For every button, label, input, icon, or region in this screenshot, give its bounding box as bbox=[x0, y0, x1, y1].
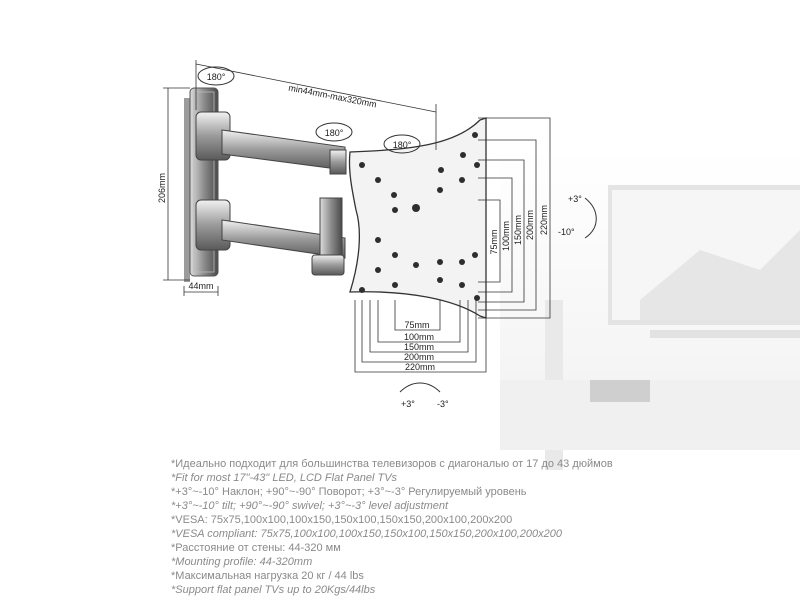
depth-label: 44mm bbox=[188, 281, 213, 291]
spec-line: *Support flat panel TVs up to 20Kgs/44lb… bbox=[171, 584, 376, 596]
spec-line: *+3°~-10° Наклон; +90°~-90° Поворот; +3°… bbox=[171, 486, 527, 498]
vesa-plate bbox=[348, 117, 487, 319]
spec-line: *VESA compliant: 75x75,100x100,100x150,1… bbox=[171, 528, 563, 540]
spec-line: *VESA: 75x75,100x100,100x150,150x100,150… bbox=[171, 514, 513, 526]
rotation-icon bbox=[315, 122, 353, 142]
rotation-arm-label: 180° bbox=[325, 128, 344, 138]
dimension-lines bbox=[163, 60, 551, 373]
vesa-vertical-label: 75mm bbox=[489, 229, 499, 254]
level-minus-label: -3° bbox=[437, 399, 449, 409]
vesa-horizontal-label: 220mm bbox=[405, 362, 435, 372]
vesa-vertical-label: 100mm bbox=[501, 221, 511, 251]
vesa-horizontal-label: 150mm bbox=[404, 342, 434, 352]
spec-line: *Mounting profile: 44-320mm bbox=[171, 556, 313, 568]
rotation-wall-label: 180° bbox=[207, 72, 226, 82]
spec-line: *Идеально подходит для большинства телев… bbox=[171, 458, 613, 470]
spec-line: *Fit for most 17"-43" LED, LCD Flat Pane… bbox=[171, 472, 398, 484]
arm-length-label: min44mm-max320mm bbox=[288, 83, 378, 110]
vesa-horizontal-label: 100mm bbox=[404, 332, 434, 342]
tilt-up-label: +3° bbox=[568, 194, 582, 204]
background-speaker bbox=[590, 380, 650, 402]
height-label: 206mm bbox=[157, 173, 167, 203]
rotation-icon bbox=[197, 66, 235, 86]
spec-line: *Расстояние от стены: 44-320 мм bbox=[171, 542, 341, 554]
rotation-plate-label: 180° bbox=[393, 140, 412, 150]
vesa-horizontal-label: 200mm bbox=[404, 352, 434, 362]
vesa-vertical-label: 150mm bbox=[513, 215, 523, 245]
rotation-icon bbox=[383, 134, 421, 154]
spec-line: *Максимальная нагрузка 20 кг / 44 lbs bbox=[171, 570, 364, 582]
mount-arms bbox=[195, 111, 347, 276]
tilt-arrow-icon bbox=[584, 197, 597, 239]
rotation-arrows bbox=[197, 66, 597, 393]
room-background bbox=[500, 150, 800, 470]
vesa-horizontal-label: 75mm bbox=[404, 320, 429, 330]
level-plus-label: +3° bbox=[401, 399, 415, 409]
spec-line: *+3°~-10° tilt; +90°~-90° swivel; +3°~-3… bbox=[171, 500, 449, 512]
vesa-vertical-label: 200mm bbox=[525, 210, 535, 240]
tilt-down-label: -10° bbox=[558, 227, 575, 237]
vesa-vertical-label: 220mm bbox=[539, 205, 549, 235]
level-arrow-icon bbox=[399, 382, 441, 393]
